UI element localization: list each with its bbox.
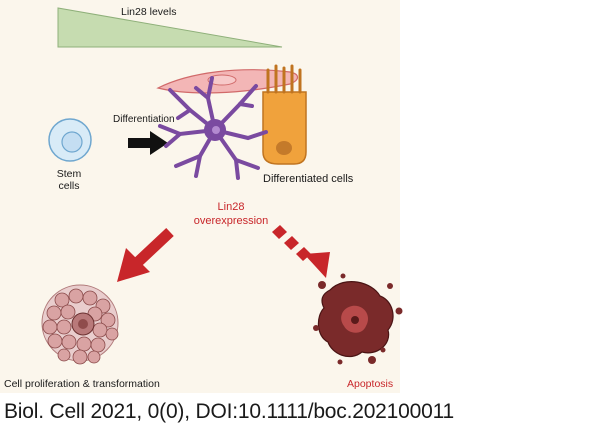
proliferation-arrow [117,227,174,282]
neuron-icon [158,76,268,180]
differentiated-cells-label: Differentiated cells [263,173,354,185]
citation-text: Biol. Cell 2021, 0(0), DOI:10.1111/boc.2… [4,400,454,423]
differentiation-label: Differentiation [113,114,175,125]
tumor-cluster-icon [41,284,119,365]
stem-cells-label-line2: cells [58,180,80,192]
overexpression-line1: Lin28 [217,201,245,213]
stem-cell-icon [48,118,92,162]
lin28-levels-label: Lin28 levels [121,6,177,18]
lin28-gradient-wedge [57,7,283,48]
proliferation-label: Cell proliferation & transformation [4,378,160,390]
muscle-cell-icon [156,69,299,94]
stem-cells-label-line1: Stem [56,168,82,180]
differentiation-arrow [128,131,168,155]
apoptotic-cell-icon [313,273,403,365]
lin28-overexpression-label: Lin28 overexpression [186,200,276,228]
overexpression-line2: overexpression [193,215,269,227]
apoptosis-label: Apoptosis [347,378,394,390]
stem-cells-label: Stem cells [51,168,87,192]
apoptosis-arrow [272,225,330,278]
epithelial-cell-icon [262,64,307,165]
